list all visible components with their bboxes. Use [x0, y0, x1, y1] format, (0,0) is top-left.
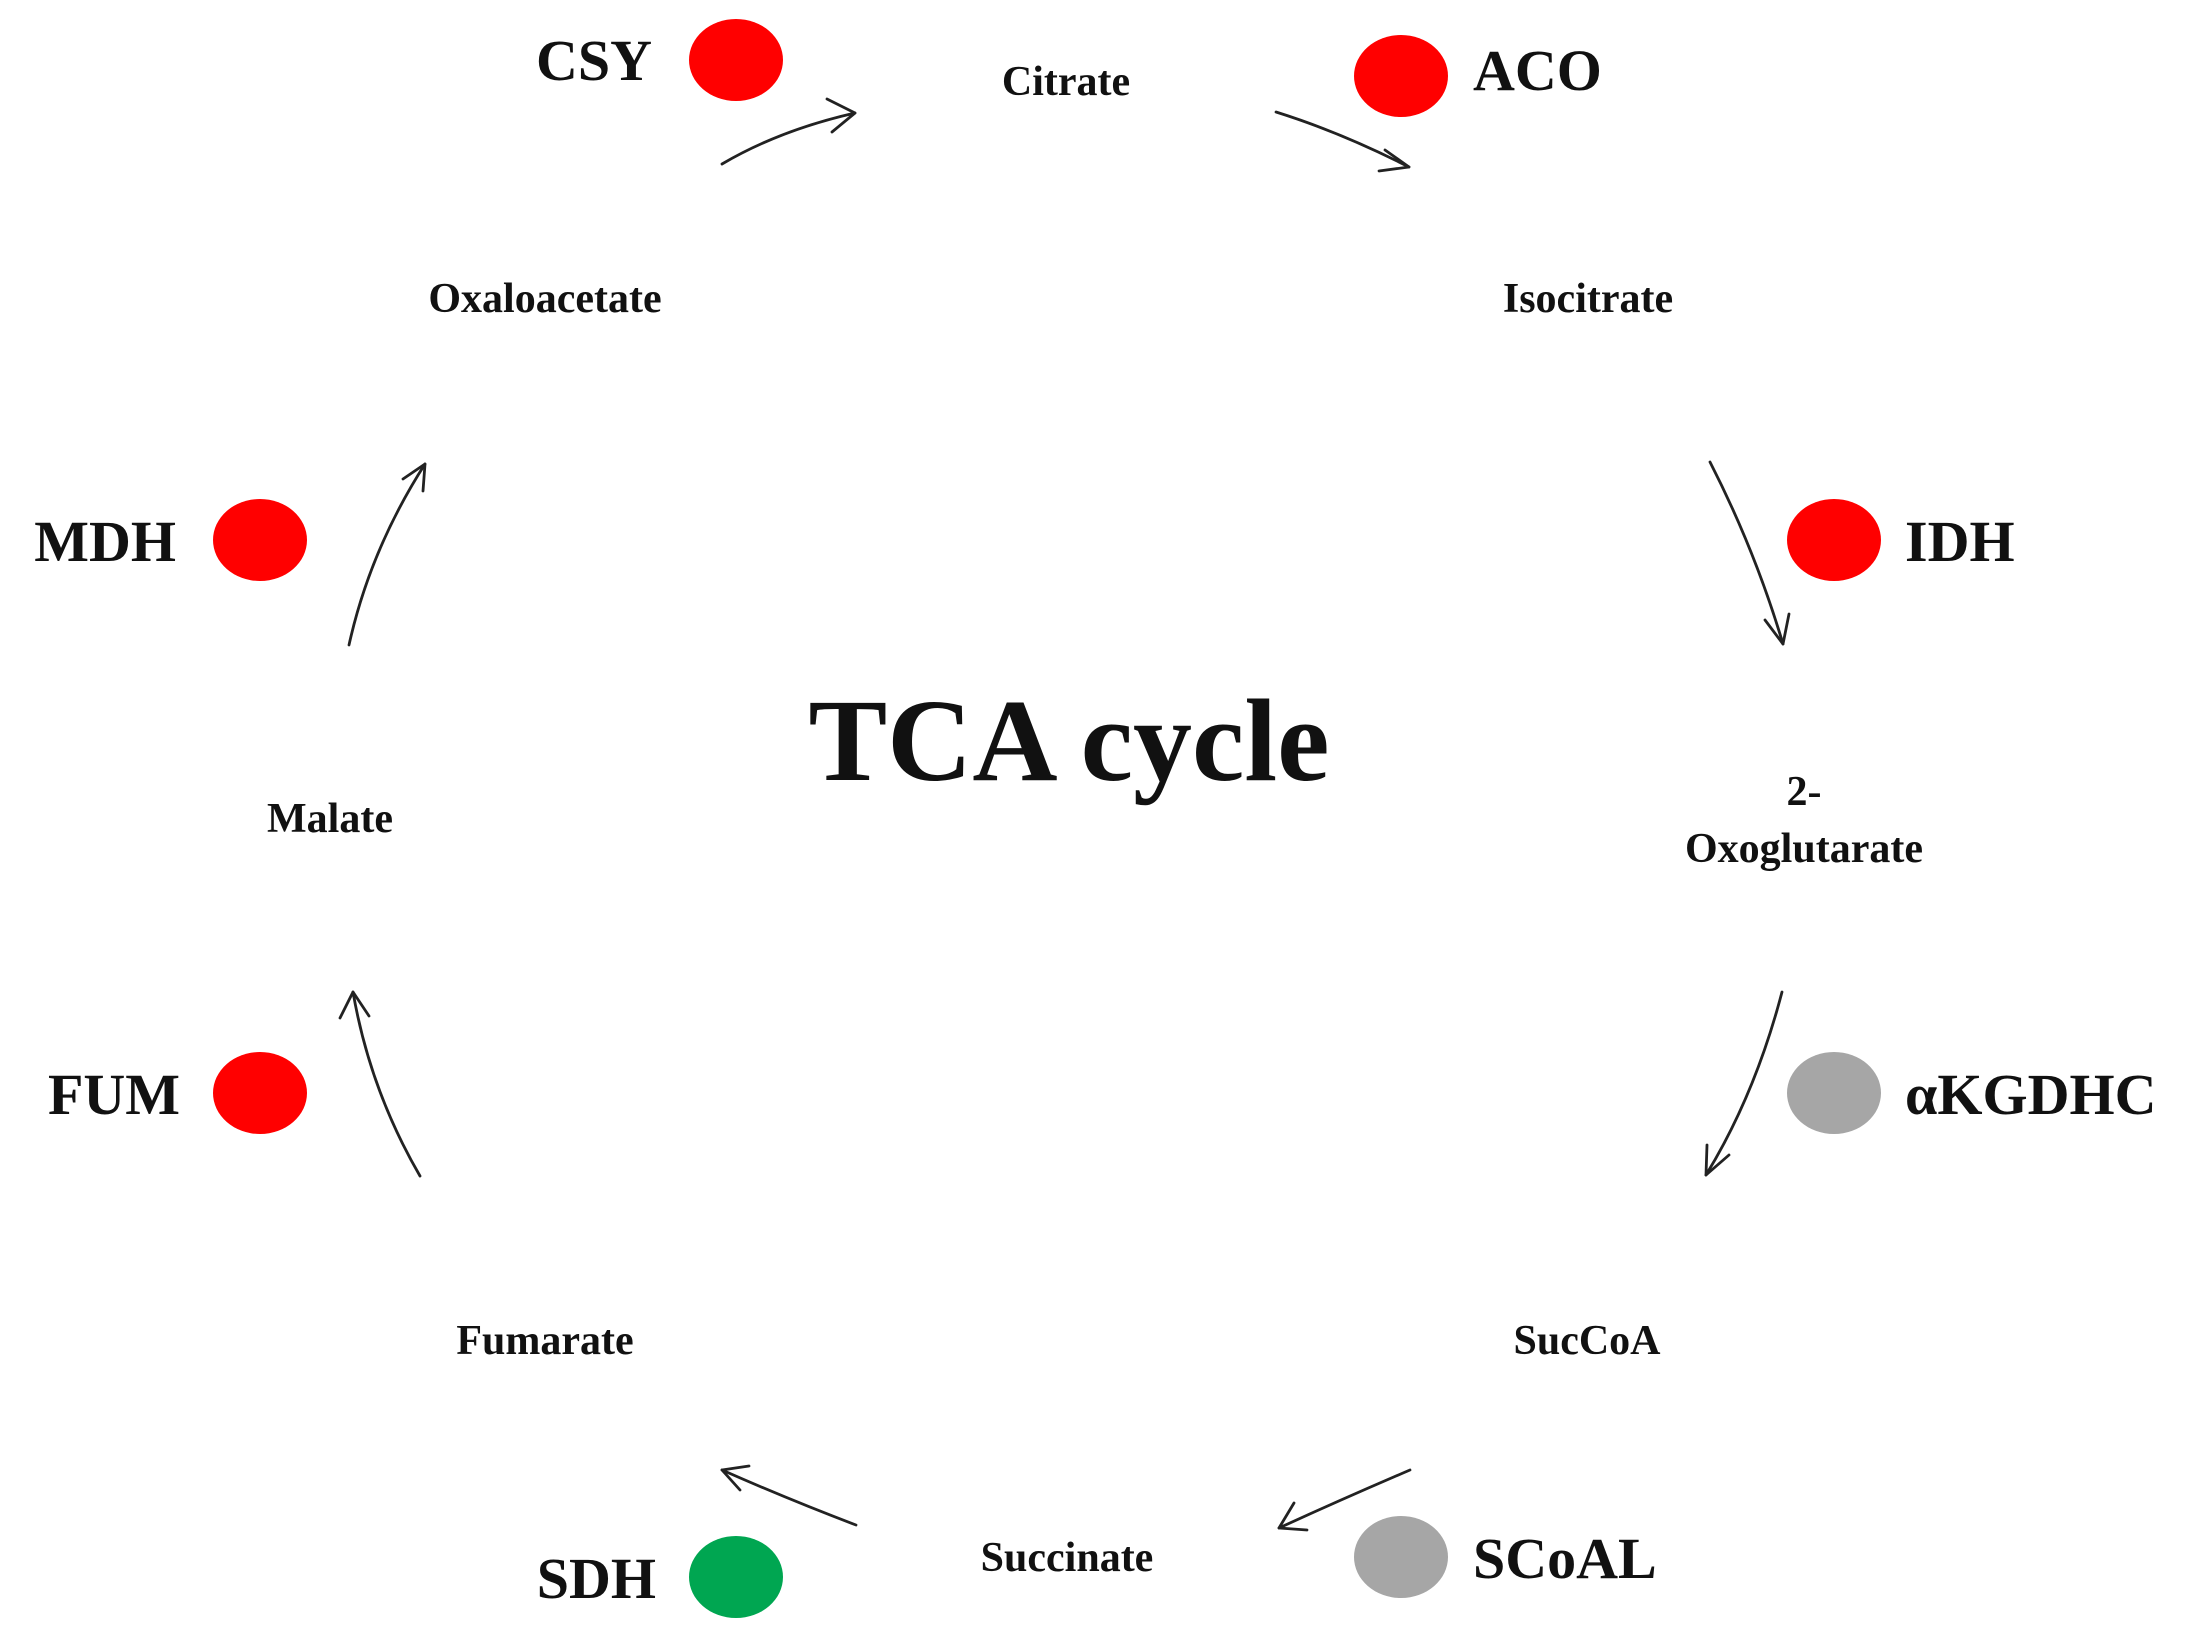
metabolite-oxaloacetate: Oxaloacetate [428, 276, 661, 322]
enzyme-dot-idh [1787, 499, 1881, 581]
enzyme-dot-akgdhc [1787, 1052, 1881, 1134]
arrow-isocitrate-to-oxoglutarate [1708, 460, 1791, 646]
metabolite-oxoglutarate-line2: Oxoglutarate [1685, 826, 1923, 872]
arrow-fumarate-to-malate [338, 990, 422, 1178]
arrow-citrate-to-isocitrate [1274, 110, 1411, 173]
enzyme-label-scoal: SCoAL [1473, 1526, 1657, 1591]
metabolite-fumarate: Fumarate [456, 1318, 633, 1364]
arrow-oxaloacetate-to-citrate [720, 97, 857, 166]
diagram-title: TCA cycle [808, 675, 1329, 806]
enzyme-dot-sdh [689, 1536, 783, 1618]
enzyme-dot-mdh [213, 499, 307, 581]
metabolite-citrate: Citrate [1002, 59, 1130, 105]
enzyme-dot-scoal [1354, 1516, 1448, 1598]
arrow-oxoglutarate-to-succoa [1704, 990, 1784, 1177]
metabolite-isocitrate: Isocitrate [1503, 276, 1673, 322]
enzyme-label-fum: FUM [48, 1062, 180, 1127]
metabolite-succoa: SucCoA [1513, 1318, 1661, 1364]
arrow-malate-to-oxaloacetate [347, 462, 427, 647]
enzyme-label-idh: IDH [1905, 509, 2015, 574]
enzyme-dot-fum [213, 1052, 307, 1134]
arrow-succinate-to-fumarate [720, 1464, 858, 1527]
enzyme-dot-csy [689, 19, 783, 101]
enzyme-label-sdh: SDH [537, 1546, 656, 1611]
enzyme-label-mdh: MDH [34, 509, 176, 574]
enzyme-dot-aco [1354, 35, 1448, 117]
metabolite-succinate: Succinate [981, 1535, 1154, 1581]
enzyme-label-aco: ACO [1473, 38, 1602, 103]
metabolite-oxoglutarate-line1: 2- [1787, 769, 1822, 815]
enzyme-label-csy: CSY [536, 28, 652, 93]
metabolite-malate: Malate [267, 796, 393, 842]
arrow-succoa-to-succinate [1277, 1468, 1412, 1532]
enzyme-label-akgdhc: αKGDHC [1905, 1062, 2156, 1127]
